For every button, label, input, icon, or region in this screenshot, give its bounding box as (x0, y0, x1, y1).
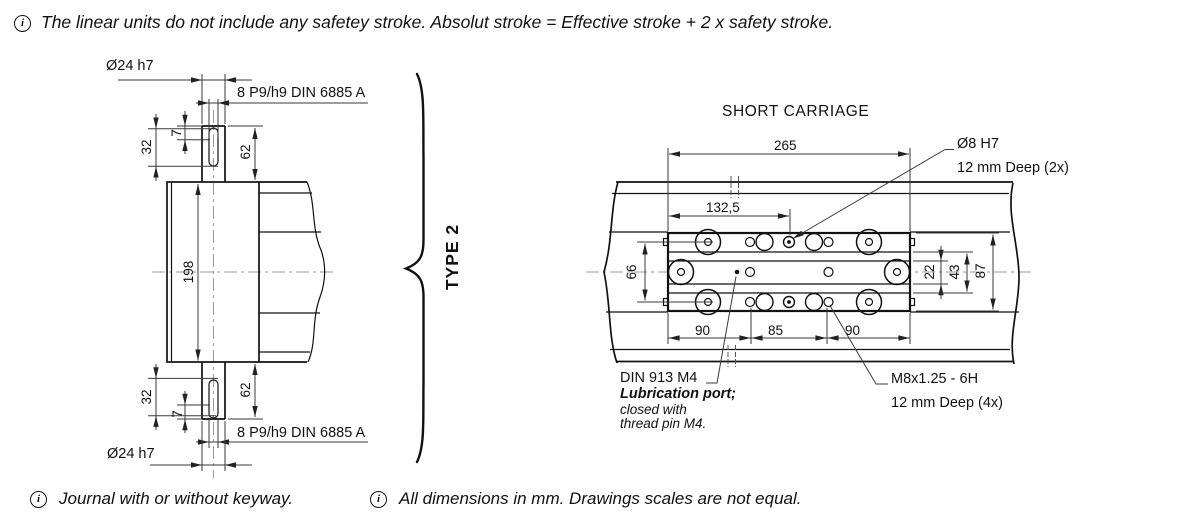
label-lube-pin: thread pin M4. (620, 416, 707, 431)
dim-shaft-length-top: 62 (238, 144, 253, 160)
label-lube-port: Lubrication port; (620, 386, 736, 402)
body-break-line (306, 181, 326, 363)
label-dowel-depth: 12 mm Deep (2x) (957, 160, 1070, 176)
label-thread-spec: M8x1.25 - 6H (891, 371, 979, 387)
label-dowel-diameter: Ø8 H7 (957, 136, 999, 152)
dim-keyway-spec-bottom: 8 P9/h9 DIN 6885 A (237, 425, 366, 441)
lubrication-port-dot (734, 269, 740, 275)
footer-note-journal: Journal with or without keyway. (59, 489, 294, 508)
type2-label: TYPE 2 (442, 223, 462, 291)
info-icon: i (30, 491, 47, 508)
dim-carriage-length: 265 (774, 138, 797, 153)
thread-hole-leader (830, 306, 888, 385)
label-thread-depth: 12 mm Deep (4x) (891, 395, 1004, 411)
dim-keyway-length-top: 32 (139, 139, 154, 155)
keyway-slot-bottom (208, 379, 219, 419)
left-view-drawing (118, 74, 368, 478)
dim-keyway-offset-bottom: 7 (170, 410, 185, 418)
end-plate (166, 181, 260, 363)
top-note-text: The linear units do not include any safe… (41, 12, 834, 32)
dim-keyway-length-bottom: 32 (139, 389, 154, 405)
info-icon: i (14, 15, 31, 32)
rail-break-left (603, 181, 619, 364)
dowel-hole-leader (792, 149, 954, 239)
dim-body-length: 198 (181, 260, 196, 284)
carriage-plate (666, 231, 912, 313)
rail-break-right (1010, 182, 1020, 365)
dim-shaft-diameter-bottom: Ø24 h7 (107, 446, 155, 462)
label-lube-standard: DIN 913 M4 (620, 370, 698, 386)
short-carriage-title: SHORT CARRIAGE (722, 103, 870, 120)
right-view-drawing (586, 148, 1035, 385)
footer-note-dimensions: All dimensions in mm. Drawings scales ar… (399, 489, 802, 508)
dim-carriage-width: 87 (973, 263, 988, 279)
dim-keyway-spec-top: 8 P9/h9 DIN 6885 A (237, 85, 366, 101)
lubrication-port-leader (706, 276, 737, 384)
dim-keyway-offset-top: 7 (169, 129, 184, 137)
dim-shaft-length-bottom: 62 (238, 382, 253, 398)
dim-hole-offset: 132,5 (706, 200, 740, 215)
dim-pitch-right: 90 (845, 323, 861, 338)
dim-pitch-left: 90 (695, 323, 711, 338)
label-lube-closed: closed with (620, 402, 687, 417)
dim-groove-outer: 43 (947, 264, 962, 280)
info-icon: i (370, 491, 387, 508)
dim-shaft-diameter-top: Ø24 h7 (106, 58, 154, 74)
dim-pitch-center: 85 (768, 323, 784, 338)
type2-brace (402, 72, 425, 464)
dim-groove-inner: 22 (922, 264, 937, 280)
dim-hole-row-spacing: 66 (624, 264, 639, 280)
